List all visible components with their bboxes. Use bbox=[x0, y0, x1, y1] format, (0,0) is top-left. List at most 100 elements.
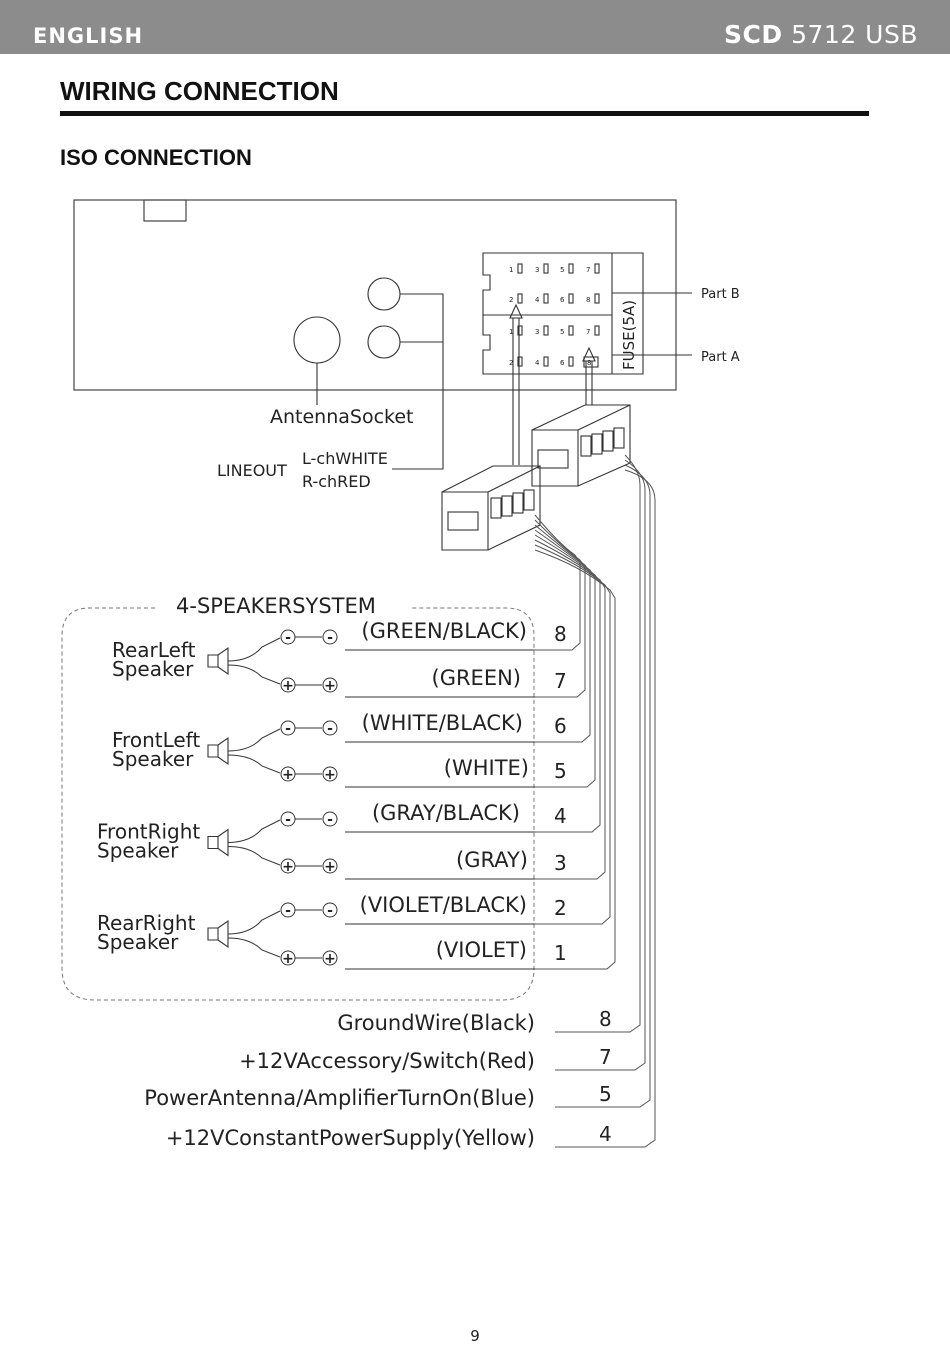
wire-color-label: (WHITE) bbox=[444, 756, 529, 780]
plus-sign: + bbox=[324, 859, 336, 875]
antenna-socket-label: AntennaSocket bbox=[270, 406, 414, 428]
wire-color-label: (GRAY/BLACK) bbox=[372, 801, 520, 825]
speaker-wire-3: (WHITE/BLACK) 6 bbox=[345, 711, 567, 743]
speaker-wire-7: (VIOLET/BLACK) 2 bbox=[345, 893, 567, 925]
power-wire-3: PowerAntenna/AmplifierTurnOn(Blue)5 bbox=[144, 1082, 611, 1110]
minus-terminal-icon bbox=[322, 629, 338, 645]
wire-color-label: (VIOLET/BLACK) bbox=[360, 893, 527, 917]
power-wire-1: GroundWire(Black) 8 bbox=[337, 1007, 611, 1035]
minus-sign: - bbox=[327, 812, 333, 828]
svg-text:3: 3 bbox=[535, 266, 539, 274]
power-wire-pin: 4 bbox=[599, 1122, 612, 1146]
svg-text:7: 7 bbox=[586, 266, 590, 274]
minus-sign: - bbox=[285, 903, 291, 919]
header-bar bbox=[0, 0, 950, 54]
plus-sign: + bbox=[282, 678, 294, 694]
minus-sign: - bbox=[327, 630, 333, 646]
svg-text:4: 4 bbox=[535, 296, 540, 304]
svg-text:8: 8 bbox=[587, 359, 591, 367]
speaker-label: Speaker bbox=[112, 747, 194, 771]
svg-text:1: 1 bbox=[509, 266, 513, 274]
speaker-label: FrontLeft bbox=[112, 728, 200, 752]
power-wire-label: +12VConstantPowerSupply(Yellow) bbox=[166, 1126, 535, 1150]
svg-text:4: 4 bbox=[535, 359, 540, 367]
svg-text:5: 5 bbox=[560, 266, 564, 274]
speaker-system-label: 4-SPEAKERSYSTEM bbox=[176, 594, 376, 618]
lineout-label: LINEOUT bbox=[217, 461, 287, 480]
language-label: ENGLISH bbox=[33, 24, 144, 48]
speaker-label: Speaker bbox=[97, 839, 179, 863]
model-brand: SCD bbox=[724, 20, 783, 49]
minus-sign: - bbox=[285, 630, 291, 646]
plus-sign: + bbox=[324, 951, 336, 967]
plus-sign: + bbox=[282, 859, 294, 875]
page-number: 9 bbox=[470, 1327, 480, 1345]
minus-sign: - bbox=[285, 812, 291, 828]
speaker-label: Speaker bbox=[112, 657, 194, 681]
svg-text:6: 6 bbox=[560, 296, 565, 304]
wire-color-label: (GREEN/BLACK) bbox=[361, 619, 527, 643]
iso-pin-squares bbox=[517, 263, 600, 368]
wire-color-label: (GRAY) bbox=[456, 848, 528, 872]
part-b-plug bbox=[531, 404, 631, 487]
wire-color-label: (VIOLET) bbox=[436, 938, 527, 962]
power-wire-pin: 8 bbox=[599, 1007, 612, 1031]
power-wire-4: +12VConstantPowerSupply(Yellow) 4 bbox=[166, 1122, 612, 1150]
speaker-label: RearLeft bbox=[112, 638, 196, 662]
svg-text:7: 7 bbox=[586, 328, 590, 336]
speaker-label: Speaker bbox=[97, 930, 179, 954]
power-wire-2: +12VAccessory/Switch(Red)7 bbox=[239, 1045, 612, 1073]
wire-color-label: (GREEN) bbox=[432, 666, 522, 690]
svg-text:8: 8 bbox=[586, 296, 590, 304]
lineout-right-socket-icon bbox=[367, 325, 401, 359]
plus-terminal-icon bbox=[322, 677, 338, 693]
left-channel-label: L-chWHITE bbox=[302, 449, 388, 468]
plus-sign: + bbox=[282, 767, 294, 783]
speaker-icon bbox=[207, 927, 219, 941]
lineout-left-socket-icon bbox=[367, 277, 401, 311]
model-name: SCD 5712 USB bbox=[724, 20, 918, 49]
svg-text:5: 5 bbox=[560, 328, 564, 336]
part-a-label: Part A bbox=[701, 350, 740, 365]
wire-pin-number: 4 bbox=[554, 804, 567, 828]
part-b-label: Part B bbox=[701, 287, 740, 302]
minus-terminal-icon bbox=[322, 720, 338, 736]
speaker-wire-1: (GREEN/BLACK) 8 bbox=[345, 619, 567, 651]
speaker-icon bbox=[207, 835, 219, 850]
section-title: ISO CONNECTION bbox=[60, 145, 252, 170]
power-wire-label: GroundWire(Black) bbox=[337, 1011, 535, 1035]
speaker-icon bbox=[207, 654, 219, 668]
wire-color-label: (WHITE/BLACK) bbox=[362, 711, 523, 735]
speaker-harness bbox=[534, 514, 616, 970]
speaker-wire-6: (GRAY)3 bbox=[345, 848, 567, 880]
wire-pin-number: 2 bbox=[554, 896, 567, 920]
wire-pin-number: 1 bbox=[554, 941, 567, 965]
minus-terminal-icon bbox=[322, 902, 338, 918]
head-unit-outline bbox=[73, 199, 677, 391]
wire-pin-number: 8 bbox=[554, 622, 567, 646]
speaker-icon bbox=[207, 744, 219, 758]
power-wire-pin: 5 bbox=[599, 1082, 612, 1106]
svg-text:3: 3 bbox=[535, 328, 539, 336]
speaker-label: FrontRight bbox=[97, 820, 200, 844]
plus-terminal-icon bbox=[322, 766, 338, 782]
head-unit-notch bbox=[143, 199, 187, 222]
wire-pin-number: 7 bbox=[554, 669, 567, 693]
speaker-label: RearRight bbox=[97, 911, 196, 935]
page-title: WIRING CONNECTION bbox=[60, 76, 339, 106]
minus-terminal-icon bbox=[322, 811, 338, 827]
wire-pin-number: 6 bbox=[554, 714, 567, 738]
right-channel-label: R-chRED bbox=[302, 472, 371, 491]
speaker-wire-8: (VIOLET) 1 bbox=[345, 938, 567, 970]
part-a-plug bbox=[441, 465, 541, 551]
svg-text:6: 6 bbox=[560, 359, 565, 367]
model-number: 5712 USB bbox=[791, 20, 918, 49]
minus-sign: - bbox=[285, 721, 291, 737]
fuse-label: FUSE(5A) bbox=[620, 300, 638, 370]
plus-sign: + bbox=[324, 767, 336, 783]
svg-text:1: 1 bbox=[509, 328, 513, 336]
